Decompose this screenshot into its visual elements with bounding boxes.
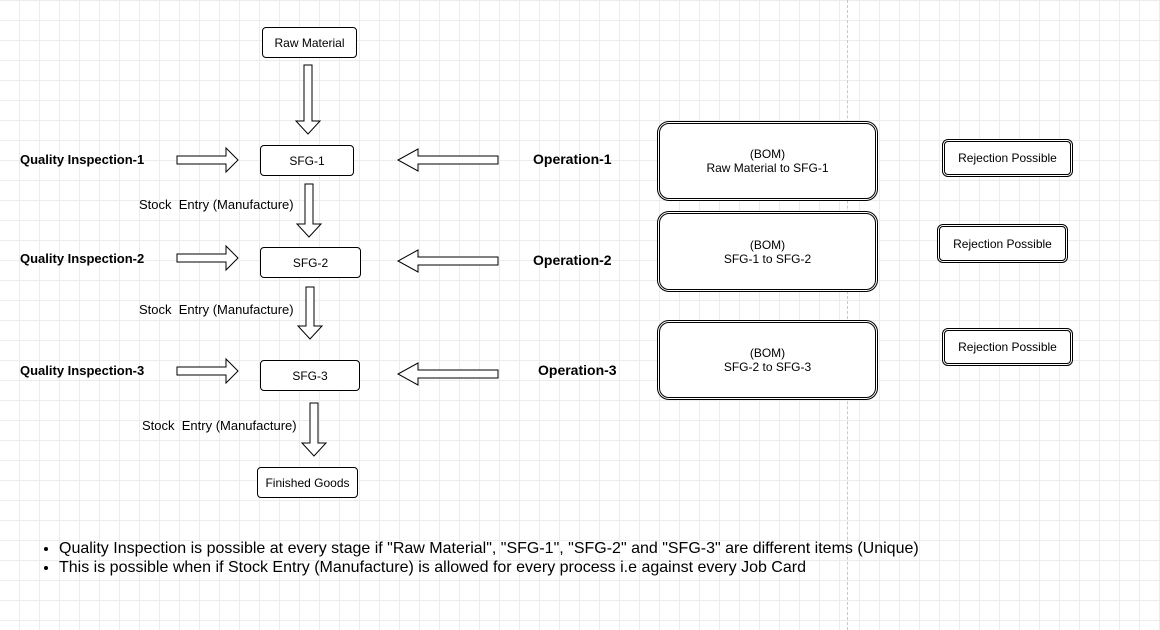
node-finished-goods: Finished Goods: [257, 467, 358, 498]
operation-3-label: Operation-3: [538, 362, 617, 378]
arrow-left-op3: [396, 362, 499, 386]
rejection-box-1: Rejection Possible: [942, 139, 1073, 177]
note-item: Quality Inspection is possible at every …: [59, 539, 919, 558]
stock-entry-2-label: Stock Entry (Manufacture): [139, 302, 294, 317]
rejection-box-2: Rejection Possible: [937, 224, 1068, 263]
arrow-down-raw-to-sfg1: [294, 64, 322, 135]
operation-1-label: Operation-1: [533, 151, 612, 167]
bom-box-3: (BOM) SFG-2 to SFG-3: [657, 320, 878, 400]
node-raw-material: Raw Material: [262, 27, 357, 58]
bom-2-title: (BOM): [749, 237, 786, 252]
bom-2-desc: SFG-1 to SFG-2: [723, 251, 812, 266]
rejection-box-3: Rejection Possible: [942, 328, 1073, 366]
bom-1-title: (BOM): [749, 147, 786, 161]
arrow-down-sfg1-to-sfg2: [295, 183, 323, 238]
node-sfg-2: SFG-2: [260, 247, 361, 278]
stock-entry-1-label: Stock Entry (Manufacture): [139, 197, 294, 212]
arrow-down-sfg3-to-finished: [300, 402, 328, 457]
bom-box-1: (BOM) Raw Material to SFG-1: [657, 121, 878, 201]
notes-list: Quality Inspection is possible at every …: [24, 539, 919, 577]
stock-entry-3-label: Stock Entry (Manufacture): [142, 418, 297, 433]
quality-inspection-2-label: Quality Inspection-2: [20, 251, 145, 266]
note-item: This is possible when if Stock Entry (Ma…: [59, 558, 919, 577]
arrow-right-qi2: [176, 244, 239, 272]
arrow-left-op2: [396, 249, 499, 273]
arrow-down-sfg2-to-sfg3: [296, 286, 324, 340]
node-sfg-1: SFG-1: [260, 145, 354, 176]
arrow-right-qi3: [176, 357, 239, 385]
quality-inspection-1-label: Quality Inspection-1: [20, 152, 145, 167]
node-sfg-3: SFG-3: [260, 360, 360, 391]
operation-2-label: Operation-2: [533, 252, 612, 268]
quality-inspection-3-label: Quality Inspection-3: [20, 363, 145, 378]
arrow-left-op1: [396, 148, 499, 172]
bom-3-desc: SFG-2 to SFG-3: [723, 360, 812, 374]
page-break-line: [847, 0, 848, 630]
arrow-right-qi1: [176, 146, 239, 174]
bom-1-desc: Raw Material to SFG-1: [706, 161, 829, 175]
bom-box-2: (BOM) SFG-1 to SFG-2: [657, 211, 878, 292]
bom-3-title: (BOM): [749, 346, 786, 360]
